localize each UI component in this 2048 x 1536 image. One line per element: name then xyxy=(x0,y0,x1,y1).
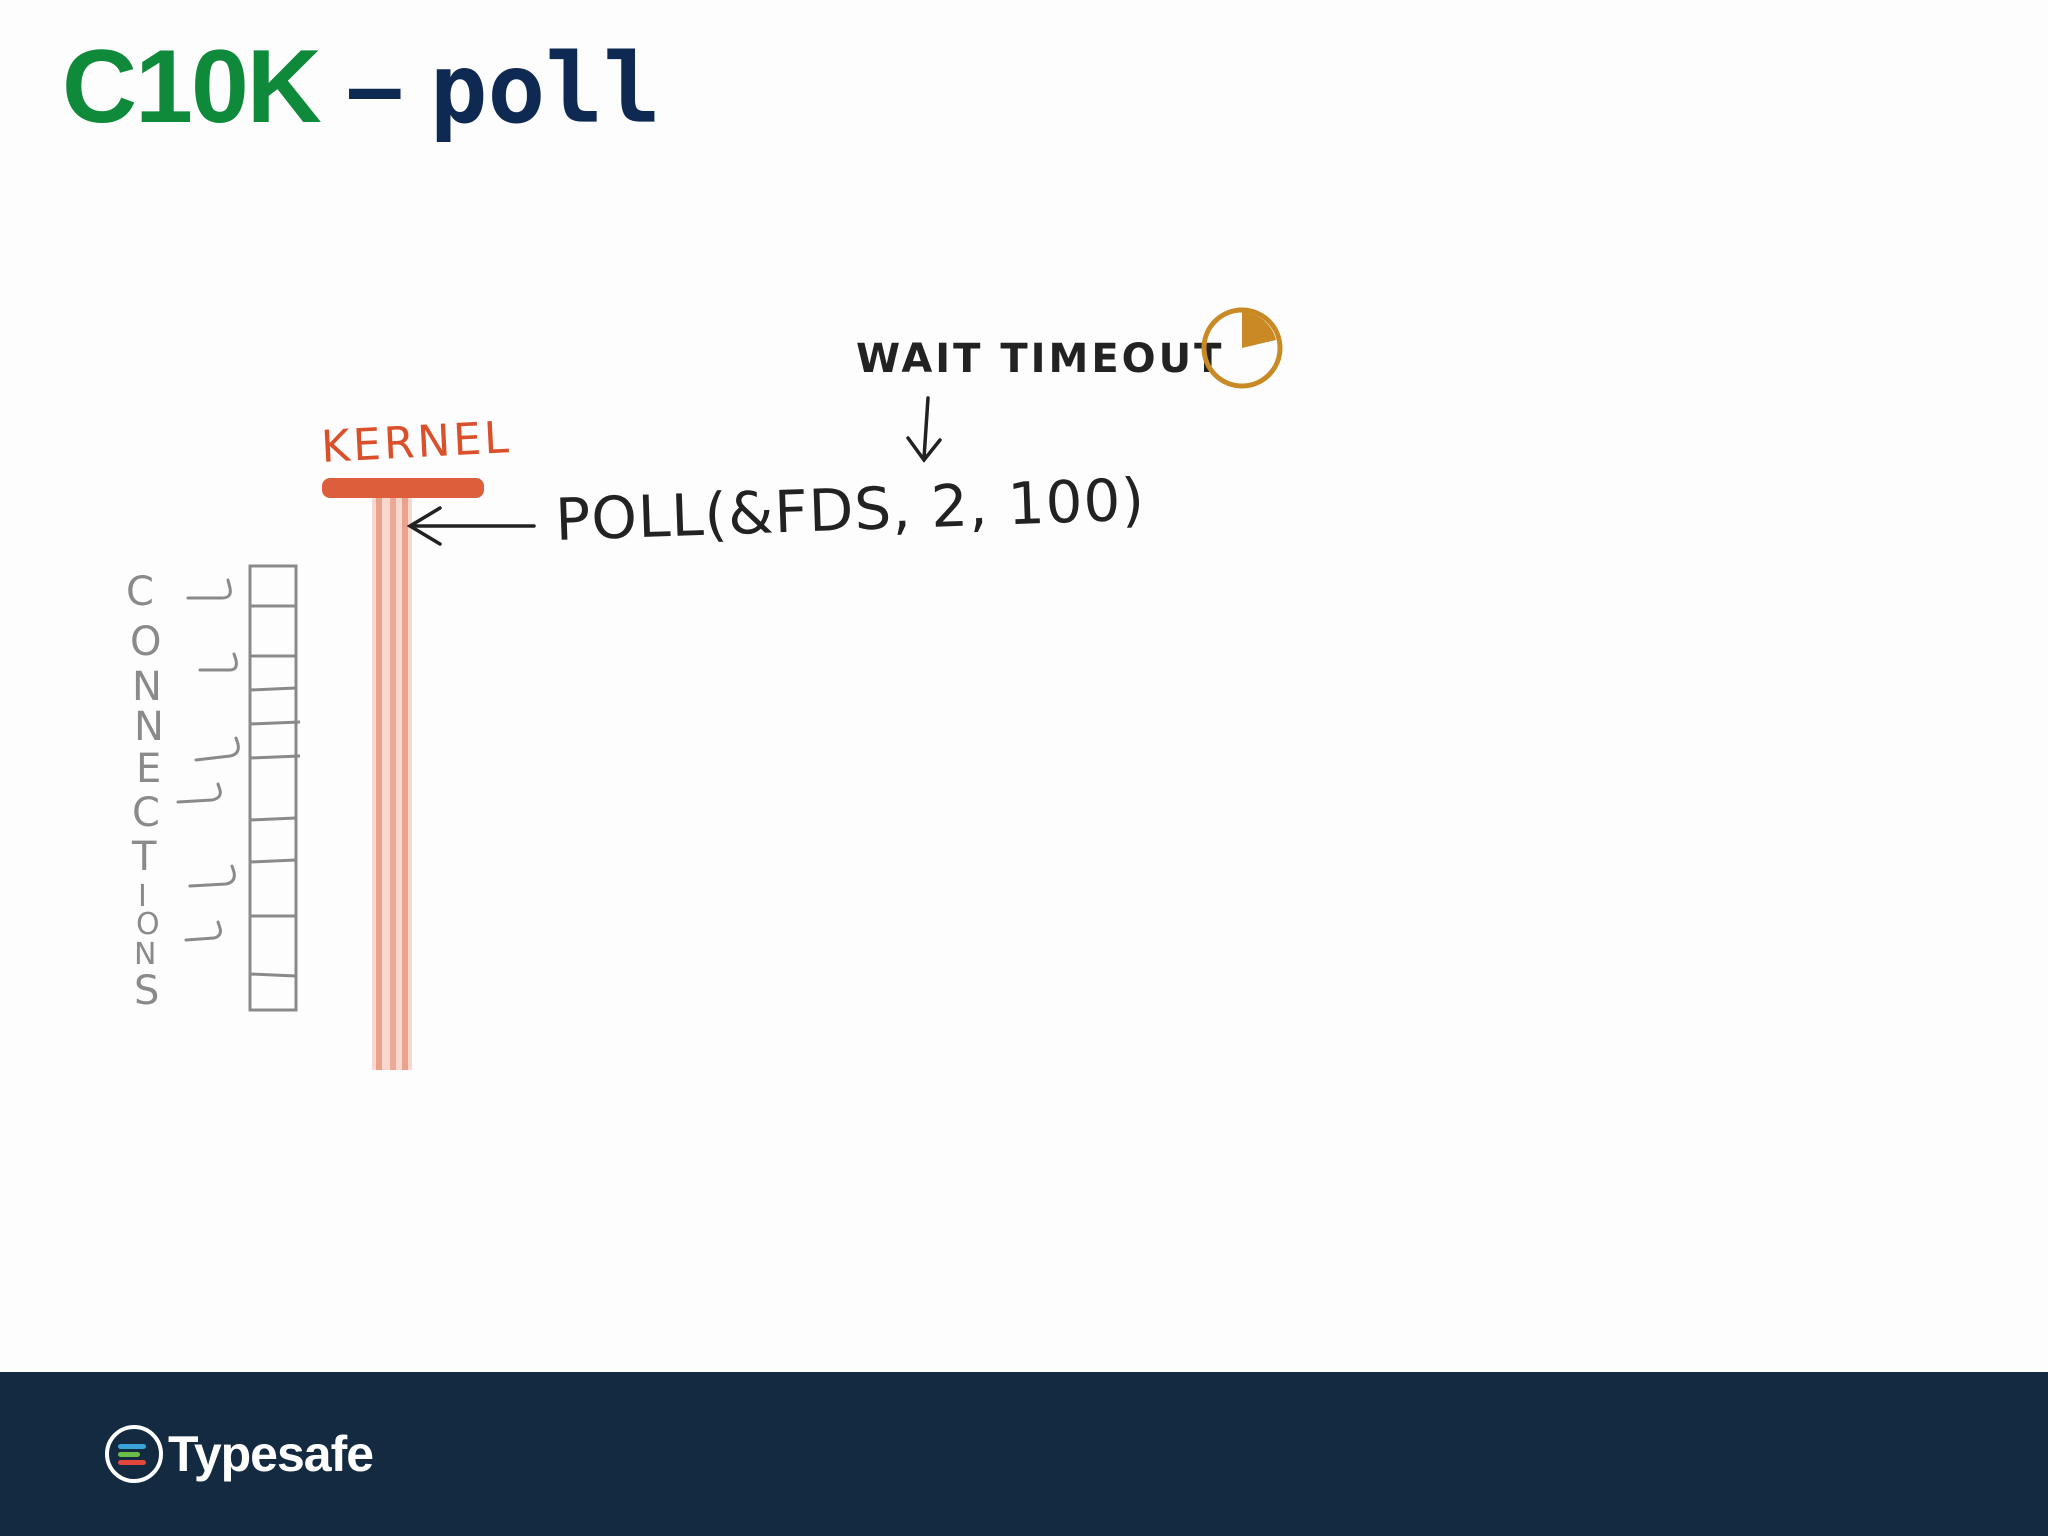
connections-label: C O N N E C T I O N S xyxy=(126,569,164,1014)
kernel-bar xyxy=(322,478,484,498)
fd-table xyxy=(248,564,301,1012)
kernel-column xyxy=(372,498,412,1070)
title-main: C10K xyxy=(62,29,322,145)
brand-name: Typesafe xyxy=(168,1426,374,1482)
kernel-label: KERNEL xyxy=(320,412,513,473)
connections-letter: C xyxy=(126,569,154,615)
poll-call-label: POLL(&FDS, 2, 100) xyxy=(554,465,1146,554)
connections-letter: E xyxy=(136,746,161,792)
connection-arrows xyxy=(176,578,240,942)
typesafe-logo: Typesafe xyxy=(104,1424,374,1484)
connections-letter: T xyxy=(131,834,157,880)
connections-letter: O xyxy=(136,907,160,942)
connections-letter: N xyxy=(134,704,164,750)
call-arrow xyxy=(406,506,536,546)
timeout-arrow xyxy=(906,396,942,463)
wait-timeout-label: WAIT TIMEOUT xyxy=(856,336,1224,382)
slide-title: C10K – poll xyxy=(62,28,661,148)
connections-letter: O xyxy=(130,619,161,665)
clock-icon xyxy=(1201,307,1283,389)
title-separator: – xyxy=(345,29,404,145)
connections-letter: C xyxy=(132,790,160,836)
title-code: poll xyxy=(429,33,661,145)
connections-letter: N xyxy=(132,664,162,710)
footer: Typesafe xyxy=(0,1372,2048,1536)
connections-letter: S xyxy=(134,968,159,1014)
connections-letter: N xyxy=(134,937,156,972)
connections-letter: I xyxy=(138,879,147,914)
typesafe-logo-icon xyxy=(105,1425,163,1483)
poll-diagram: KERNEL POLL(&FDS, 2, 100) WAIT TIMEOUT xyxy=(126,307,1283,1070)
